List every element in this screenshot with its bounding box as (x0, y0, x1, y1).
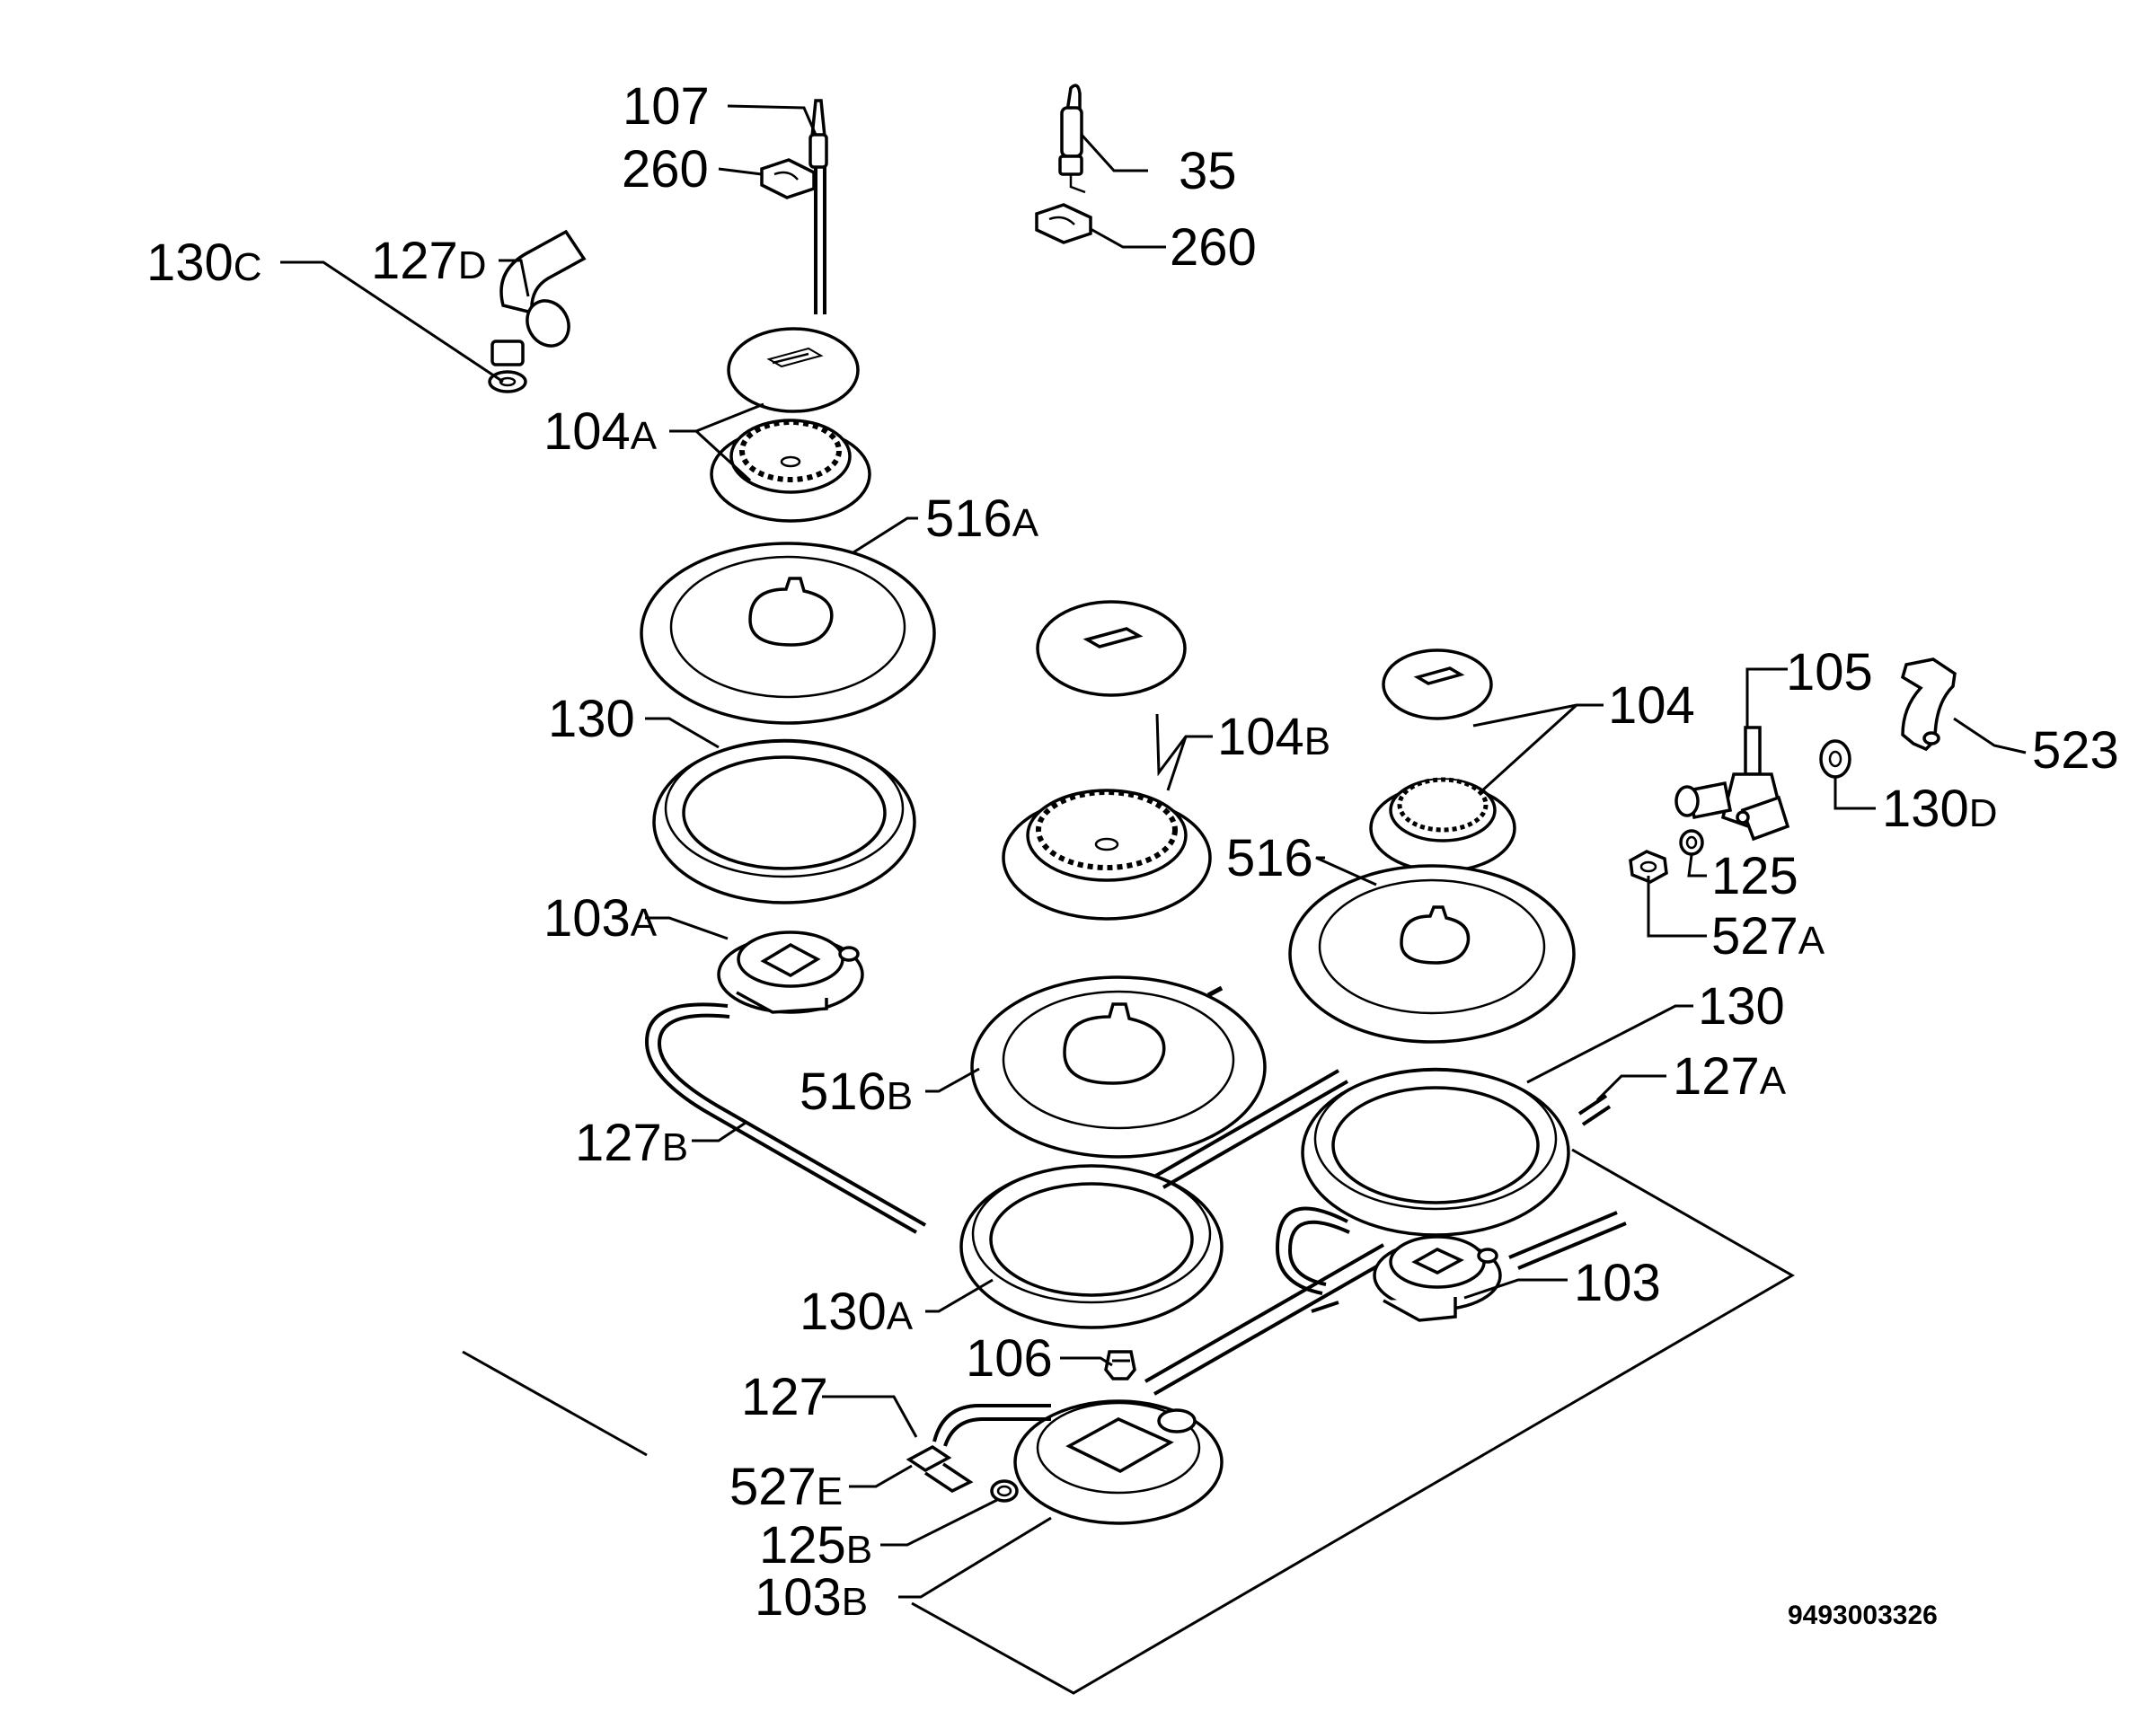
callout-130a: 130A (800, 1283, 914, 1341)
callout-130-b: 130 (1698, 977, 1785, 1036)
callout-516a: 516A (925, 490, 1039, 548)
part-103a-burner-base (717, 931, 864, 1014)
part-130d-washer (1819, 739, 1851, 779)
gas-pipes (1144, 1069, 1393, 1396)
callout-130-a: 130 (548, 690, 635, 748)
callout-127a: 127A (1673, 1047, 1787, 1106)
callout-107: 107 (623, 77, 710, 136)
part-106-injector (1104, 1350, 1136, 1380)
callout-104: 104 (1608, 676, 1695, 735)
callout-260-a: 260 (622, 140, 709, 198)
part-127a-pipe-stub (1577, 1094, 1612, 1126)
part-104b-burner-head (1002, 789, 1212, 921)
callout-127: 127 (741, 1368, 828, 1426)
part-130c-washer (488, 370, 527, 393)
part-516-enamel-plate (1288, 864, 1576, 1044)
callout-130d: 130D (1882, 780, 1998, 838)
part-104-burner-cap (1382, 648, 1493, 720)
callout-103a: 103A (543, 889, 658, 948)
callout-523: 523 (2032, 721, 2119, 780)
callout-125: 125 (1711, 847, 1798, 905)
callout-527a: 527A (1711, 907, 1825, 966)
part-104a-burner-cap (727, 327, 860, 413)
leader-lines (280, 104, 2027, 1599)
callout-516b: 516B (800, 1063, 913, 1121)
part-527a-nut (1629, 850, 1668, 884)
part-104a-burner-head (710, 419, 871, 523)
callout-127b: 127B (575, 1114, 688, 1172)
part-127b-pipe (644, 1002, 926, 1234)
part-130a-gasket (959, 1164, 1224, 1329)
part-527e-nut (906, 1444, 974, 1494)
part-103b-burner-base (1013, 1399, 1224, 1525)
part-125b-fitting (990, 1479, 1019, 1503)
callout-103b: 103B (755, 1568, 868, 1627)
callout-104b: 104B (1217, 708, 1330, 766)
callout-104a: 104A (543, 402, 658, 461)
part-516a-enamel-plate (640, 542, 936, 725)
callout-103: 103 (1574, 1254, 1661, 1312)
callout-labels: 107 260 35 260 130C 127D 104A 516A 130 1… (146, 77, 2119, 1627)
part-523-bracket (1900, 657, 1957, 752)
callout-35: 35 (1179, 142, 1237, 200)
part-516b-enamel-plate (970, 975, 1267, 1159)
part-130-gasket-b (1301, 1067, 1570, 1237)
callout-105: 105 (1786, 643, 1873, 701)
callout-127d: 127D (371, 232, 487, 290)
part-260-clip-b (1035, 203, 1092, 244)
hob-outline (462, 1148, 1796, 1695)
part-125-fitting (1679, 829, 1704, 856)
part-107-thermocouple (808, 99, 828, 314)
part-260-clip-a (760, 158, 816, 199)
callout-106: 106 (966, 1329, 1053, 1388)
part-35-ignition-plug (1058, 84, 1086, 194)
part-105-gas-tap (1674, 726, 1790, 842)
callout-527e: 527E (729, 1458, 843, 1516)
callout-516: 516 (1226, 829, 1313, 887)
callout-260-b: 260 (1170, 218, 1257, 277)
callout-130c: 130C (146, 234, 262, 292)
part-127d-elbow (490, 229, 587, 366)
callout-125b: 125B (759, 1516, 872, 1574)
part-103-burner-base (1275, 1206, 1627, 1322)
part-104b-burner-cap (1036, 600, 1187, 697)
part-104-burner-head (1369, 777, 1516, 873)
part-130-gasket-a (652, 738, 916, 904)
part-127-pipe (932, 1404, 1051, 1447)
diagram-code: 9493003326 (1788, 1601, 1938, 1630)
